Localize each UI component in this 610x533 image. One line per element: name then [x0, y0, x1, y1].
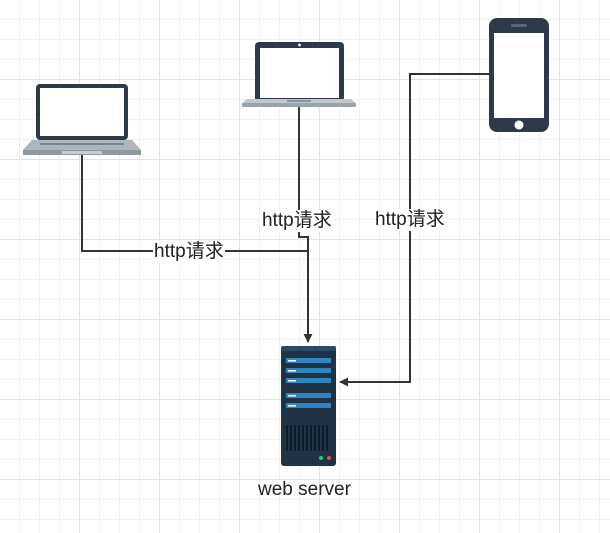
laptop-icon[interactable]: [242, 42, 356, 107]
laptop-icon[interactable]: [23, 84, 141, 155]
edge-label-right: http请求: [374, 209, 446, 231]
server-label: web server: [258, 479, 351, 500]
smartphone-icon[interactable]: [489, 18, 549, 132]
server-icon[interactable]: [281, 346, 336, 466]
edge-label-center: http请求: [261, 210, 333, 232]
edge-left-laptop-to-server[interactable]: [81, 155, 308, 252]
edge-center-laptop-to-server[interactable]: [298, 107, 313, 343]
edge-label-left: http请求: [153, 241, 225, 263]
